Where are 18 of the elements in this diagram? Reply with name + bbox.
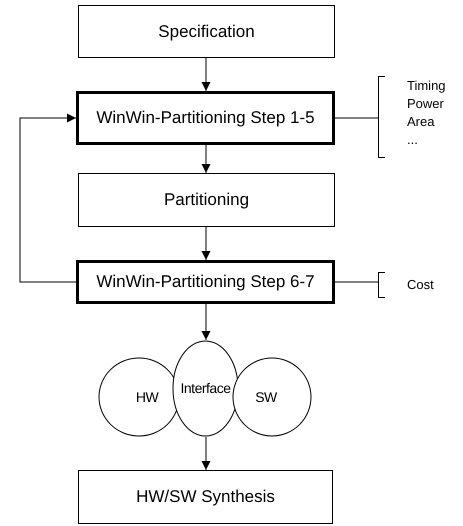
process-box: WinWin-Partitioning Step 6-7 bbox=[76, 260, 335, 304]
arrow bbox=[20, 114, 76, 282]
criterion-label: ... bbox=[407, 131, 419, 149]
arrow bbox=[202, 144, 210, 174]
process-box: WinWin-Partitioning Step 1-5 bbox=[76, 91, 335, 145]
arrow bbox=[202, 304, 210, 340]
arrow bbox=[202, 226, 210, 260]
arrow bbox=[202, 58, 210, 92]
criterion-label: Area bbox=[407, 113, 436, 131]
ellipse-shape: Interface bbox=[172, 340, 239, 437]
arrow bbox=[202, 436, 210, 470]
process-box: Specification bbox=[78, 5, 335, 58]
criterion-label: Cost bbox=[407, 276, 434, 294]
process-box: HW/SW Synthesis bbox=[78, 470, 333, 524]
ellipse-shape: SW bbox=[232, 357, 312, 437]
process-box: Partitioning bbox=[78, 173, 335, 227]
criterion-label: Timing bbox=[407, 77, 446, 95]
criterion-label: Power bbox=[407, 95, 445, 113]
